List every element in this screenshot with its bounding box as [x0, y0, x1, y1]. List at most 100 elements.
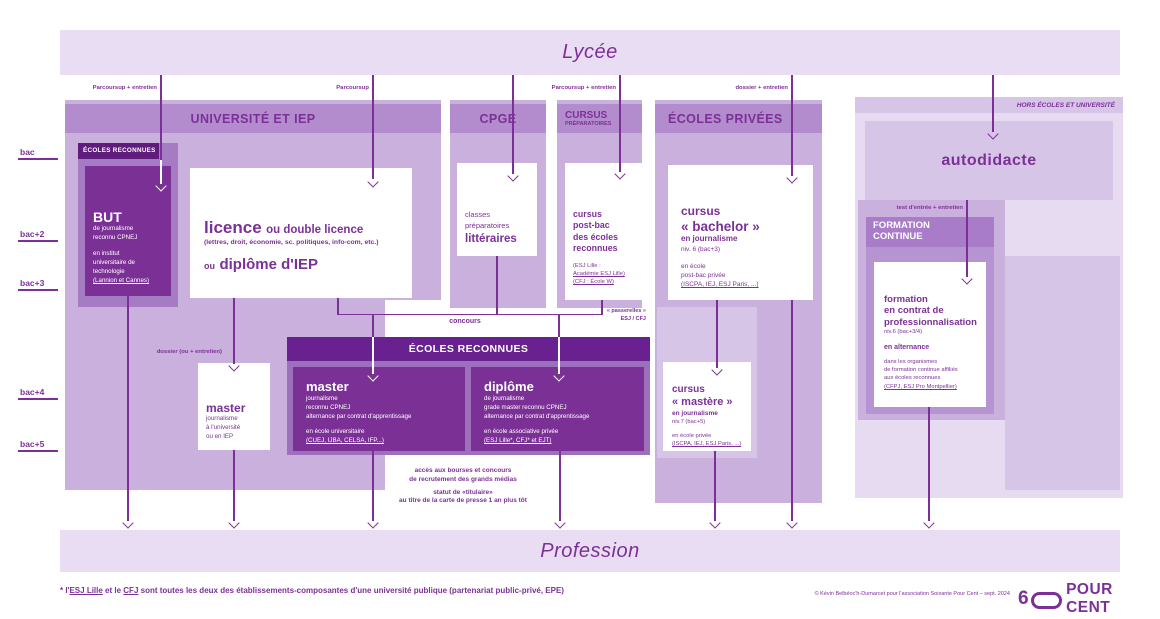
bachelor-schools-link[interactable]: (ISCPA, IEJ, ESJ Paris, ...) — [681, 281, 759, 289]
licence-ou: ou — [204, 261, 215, 271]
line-licence-to-concours — [337, 298, 339, 315]
but-line: technologie — [93, 268, 125, 276]
passerelles-note: « passerelles » ESJ / CFJ — [556, 308, 646, 323]
statut-line: statut de «titulaire» — [433, 488, 493, 496]
diplome-line: alternance par contrat d'apprentissage — [484, 412, 590, 420]
arrowhead — [709, 517, 721, 529]
formation-title: en contrat de — [884, 305, 944, 317]
esj-lille-link[interactable]: ESJ Lille — [69, 586, 103, 595]
formation-line: dans les organismes — [884, 358, 938, 365]
mastere-line: en journalisme — [672, 410, 718, 418]
cursus-postbac-box: cursus post-bac des écoles reconnues (ES… — [565, 163, 643, 300]
profession-band: Profession — [60, 530, 1120, 572]
cursus-postbac-school-link[interactable]: (CFJ : École W) — [573, 279, 614, 286]
master-ecole-schools-link[interactable]: (CUEJ, IJBA, CELSA, IFP...) — [306, 436, 384, 444]
profession-label: Profession — [540, 539, 640, 562]
cpge-line: classes — [465, 210, 491, 219]
formation-title: formation — [884, 294, 928, 305]
logo-digit: 6 — [1018, 588, 1029, 609]
mastere-title: cursus — [672, 384, 705, 395]
cursus-prep-header-band: CURSUS PRÉPARATOIRES — [557, 104, 642, 133]
arrow-licence-to-master-uni — [233, 298, 235, 364]
axis-label-bac4: bac+4 — [20, 387, 45, 397]
cfj-link[interactable]: CFJ — [123, 586, 139, 595]
cursus-postbac-school-link[interactable]: Académie ESJ Lille) — [573, 271, 625, 278]
axis-rule — [18, 240, 58, 242]
arrow-formation-to-profession — [928, 407, 930, 521]
diplome-line: de journalisme — [484, 394, 525, 402]
arrow-lycee-to-autodidacte — [992, 75, 994, 132]
arrow-but-to-profession — [127, 296, 129, 521]
logo-text: POUR CENT — [1066, 581, 1113, 616]
ecoles-reconnues-banner: ÉCOLES RECONNUES — [287, 337, 650, 361]
axis-rule — [18, 450, 58, 452]
arrowhead — [367, 517, 379, 529]
but-title: BUT — [93, 209, 122, 225]
formation-line: en alternance — [884, 343, 930, 351]
cpge-header-band: CPGE — [450, 104, 546, 133]
licence-subjects: (lettres, droit, économie, sc. politique… — [204, 239, 379, 246]
formation-line: de formation continue affiliés — [884, 367, 958, 374]
arrow-concours-to-master-ecole — [372, 315, 374, 337]
cursus-postbac-title: post-bac — [573, 220, 610, 231]
cursus-postbac-title: des écoles — [573, 231, 618, 242]
footnote: * l'ESJ Lille et le CFJ sont toutes les … — [60, 586, 564, 595]
entry-label-bachelor: dossier + entretien — [735, 85, 788, 91]
bachelor-title2: « bachelor » — [681, 218, 760, 234]
master-uni-line: à l'université — [206, 424, 241, 432]
master-uni-line: ou en IEP — [206, 433, 234, 441]
iep-title: diplôme d'IEP — [219, 256, 319, 273]
master-ecole-box: master journalisme reconnu CPNEJ alterna… — [293, 367, 465, 451]
master-ecole-line: reconnu CPNEJ — [306, 403, 351, 411]
entry-label-but: Parcoursup + entretien — [92, 85, 157, 91]
arrowhead — [923, 517, 935, 529]
formation-box: formation en contrat de professionnalisa… — [874, 262, 986, 407]
bourses-line: accès aux bourses et concours — [414, 467, 512, 474]
mastere-box: cursus « mastère » en journalisme niv.7 … — [663, 362, 751, 451]
arrow-master-uni-to-profession — [233, 450, 235, 521]
axis-rule — [18, 398, 58, 400]
bachelor-line: en école — [681, 262, 706, 270]
arrow-lycee-to-but — [160, 75, 162, 160]
formation-schools-link[interactable]: (CFPJ, ESJ Pro Montpellier) — [884, 383, 957, 390]
soixante-pour-cent-logo: 6 POUR CENT — [1018, 581, 1160, 617]
but-line: reconnu CPNEJ — [93, 234, 138, 242]
axis-rule — [18, 289, 58, 291]
bourses-note: accès aux bourses et concours de recrute… — [353, 467, 573, 506]
entry-label-licence: Parcoursup — [336, 85, 369, 91]
entry-label-formation: test d'entrée + entretien — [896, 205, 963, 211]
formation-line: niv.6 (bac+3/4) — [884, 329, 923, 336]
entry-label-cursus-prep: Parcoursup + entretien — [551, 85, 616, 91]
diplome-schools-link[interactable]: (ESJ Lille*, CFJ* et EJT) — [484, 436, 552, 444]
formation-header1: FORMATION — [873, 220, 930, 232]
footnote-text: * l' — [60, 586, 70, 595]
bachelor-box: cursus « bachelor » en journalisme niv. … — [668, 165, 813, 300]
arrow-mastere-to-profession — [714, 451, 716, 521]
master-uni-title: master — [206, 401, 246, 415]
cursus-postbac-school: (ESJ Lille : — [573, 262, 601, 269]
axis-label-bac2: bac+2 — [20, 229, 45, 239]
mastere-title2: « mastère » — [672, 396, 733, 408]
but-schools-link[interactable]: (Lannion et Cannes) — [93, 277, 150, 285]
bachelor-title: cursus — [681, 204, 721, 218]
formation-header2: CONTINUE — [873, 231, 923, 242]
axis-label-bac5: bac+5 — [20, 439, 45, 449]
but-box: BUT de journalisme reconnu CPNEJ en inst… — [85, 166, 171, 296]
cursus-postbac-title: cursus — [573, 209, 602, 219]
arrow-concours-to-diplome-inner — [558, 337, 560, 374]
arrow-master-ecole-to-profession — [372, 451, 374, 521]
mastere-schools-link[interactable]: (ISCPA, IEJ, ESJ Paris, ...) — [672, 441, 742, 448]
arrow-concours-to-diplome — [558, 315, 560, 337]
axis-label-bac: bac — [20, 147, 35, 157]
arrow-bachelor-to-mastere — [716, 300, 718, 368]
lycee-label: Lycée — [562, 41, 618, 63]
formation-line: aux écoles reconnues — [884, 375, 941, 382]
arrow-autodidacte-to-formation — [966, 200, 968, 277]
master-ecole-line: en école universitaire — [306, 427, 365, 435]
cursus-postbac-title: reconnues — [573, 243, 618, 254]
cpge-line: préparatoires — [465, 220, 510, 230]
arrowhead — [786, 517, 798, 529]
passerelles-line: « passerelles » — [606, 308, 646, 314]
master-ecole-line: alternance par contrat d'apprentissage — [306, 412, 412, 420]
